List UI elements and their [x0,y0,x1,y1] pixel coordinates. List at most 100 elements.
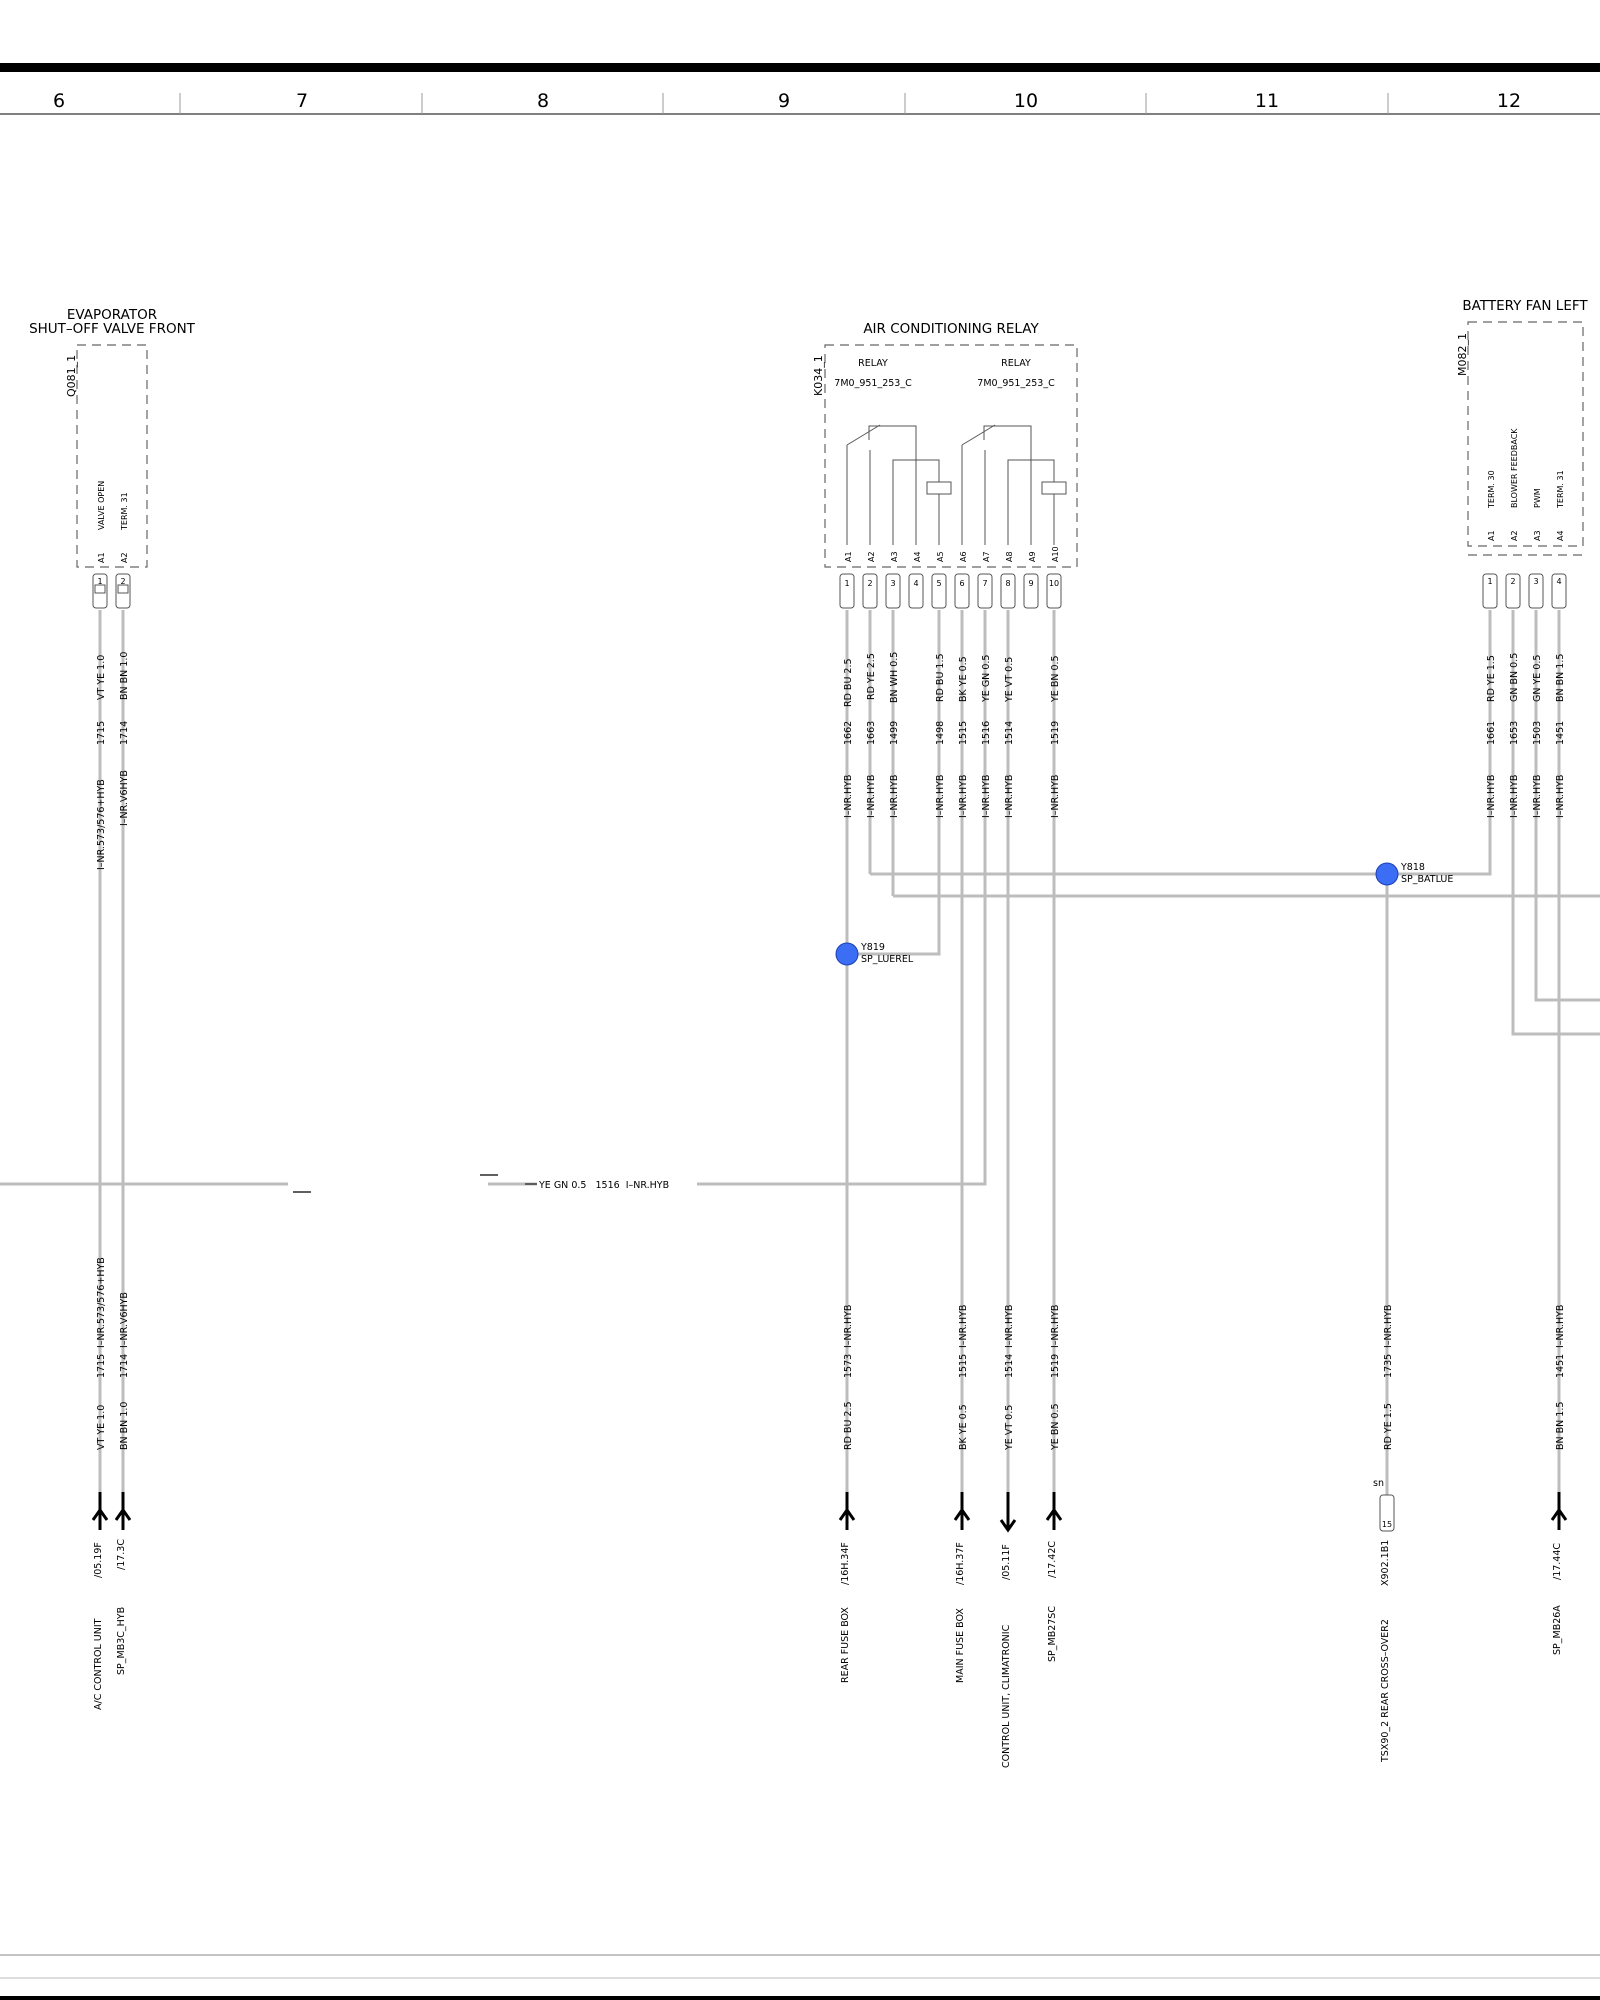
wire-label-circuit: I–NR.HYB [843,775,854,818]
k034-id: K034_1 [812,355,825,396]
ref-destination: CONTROL UNIT, CLIMATRONIC [1001,1624,1012,1768]
wire-label-circuit: I–NR.HYB [958,1305,969,1348]
wire-label-circuit: I–NR.HYB [889,775,900,818]
q081-pin-a2: A2 [120,552,129,563]
wire-label-num: 1653 [1509,721,1520,745]
m082-pin-a4-label: TERM. 31 [1556,470,1565,509]
ref-destination: TSX90_2 REAR CROSS–OVER2 [1380,1619,1391,1763]
splice-y818-dot [1375,862,1399,886]
ref-code: /16H.34F [840,1542,851,1585]
relay1-internals [846,424,952,545]
m082-pin-a2-label: BLOWER FEEDBACK [1510,428,1519,508]
upper-wire-labels: VT YE 1.0 1715 I–NR.573/576+HYB BN BN 1.… [96,652,1566,870]
wire-label-num: 1735 [1383,1354,1394,1378]
splice-y818[interactable]: Y818 SP_BATLUE [1375,862,1453,886]
reference-labels: /05.19F A/C CONTROL UNIT /17.3C SP_MB3C_… [93,1539,1563,1768]
k034-pin-a3: A3 [890,551,899,562]
splice-y819[interactable]: Y819 SP_LUEREL [835,942,914,966]
wire-label-num: 1498 [935,721,946,745]
q081-pin-a2-label: TERM. 31 [120,492,129,531]
x902-pin-num: 15 [1382,1520,1392,1529]
wire-label-num: 1515 [958,721,969,745]
top-frame-bar [0,63,1600,72]
wire-label-circuit: I–NR.HYB [1555,1305,1566,1348]
wire-label-color: BN WH 0.5 [889,652,900,703]
wire-label-color: RD BU 2.5 [843,1401,854,1450]
k034-pin-a5: A5 [936,551,945,562]
wire-label-num: 1714 [119,1354,130,1378]
wire-label-num: 1715 [96,1354,107,1378]
column-12: 12 [1497,90,1521,112]
ref-code: /05.19F [93,1542,104,1578]
horizontal-wire-text: YE GN 0.5 1516 I–NR.HYB [538,1180,669,1191]
m082-pin-a4: A4 [1556,530,1565,541]
wire-label-num: 1714 [119,721,130,745]
m082-num-4: 4 [1556,577,1561,586]
wire-label-color: YE GN 0.5 [981,655,992,703]
column-11: 11 [1255,90,1279,112]
k034-box [824,344,1078,568]
wire-label-color: BN BN 1.5 [1555,1402,1566,1450]
k034-pin-a6: A6 [959,551,968,562]
wire-label-num: 1514 [1004,721,1015,745]
column-10: 10 [1014,90,1038,112]
wire-label-circuit: I–NR.573/576+HYB [96,1257,107,1348]
k034-pin-numbers: 1 2 3 4 5 6 7 8 9 10 [844,579,1059,588]
k034-num-4: 4 [913,579,918,588]
ref-destination: SP_MB26A [1552,1605,1563,1655]
k034-num-8: 8 [1005,579,1010,588]
k034-num-5: 5 [936,579,941,588]
relay2-part: 7M0_951_253_C [977,378,1055,389]
lower-wire-labels: VT YE 1.0 1715 I–NR.573/576+HYB BN BN 1.… [96,1257,1566,1451]
connector-x902[interactable]: sn 15 [1373,1478,1395,1532]
column-6: 6 [53,90,65,112]
wire-label-num: 1662 [843,721,854,745]
ref-destination: A/C CONTROL UNIT [93,1618,104,1710]
relay1-label: RELAY [858,358,888,369]
wire-label-color: YE BN 0.5 [1050,1403,1061,1451]
k034-pin-a10: A10 [1051,546,1060,562]
q081-box [76,344,148,568]
wire-label-circuit: I–NR.HYB [1050,1305,1061,1348]
bottom-frame-bar [0,1996,1600,2000]
m082-pin-a3-label: PWM [1533,488,1542,508]
wire-label-num: 1573 [843,1354,854,1378]
m082-num-1: 1 [1487,577,1492,586]
component-m082[interactable]: BATTERY FAN LEFT M082_1 TERM. 30 BLOWER … [1456,298,1588,609]
gap-marks [293,1174,498,1193]
k034-num-3: 3 [890,579,895,588]
relay1-coil [926,481,952,495]
wire-label-circuit: I–NR.HYB [935,775,946,818]
wires [0,610,1600,1510]
k034-num-9: 9 [1028,579,1033,588]
k034-num-1: 1 [844,579,849,588]
splice-y819-name: SP_LUEREL [861,954,914,965]
splice-y819-dot [835,942,859,966]
column-8: 8 [537,90,549,112]
wire-label-circuit: I–NR.HYB [1486,775,1497,818]
k034-num-6: 6 [959,579,964,588]
wire-label-circuit: I–NR.HYB [1004,775,1015,818]
x902-prefix: sn [1373,1478,1384,1489]
wire-label-circuit: I–NR.HYB [958,775,969,818]
ref-destination: MAIN FUSE BOX [955,1608,966,1683]
component-q081[interactable]: EVAPORATOR SHUT–OFF VALVE FRONT Q081_1 V… [29,307,196,609]
wire-label-circuit: I–NR.HYB [866,775,877,818]
ref-code: X902.1B1 [1380,1540,1391,1586]
q081-pin-num-1: 1 [97,577,102,586]
ref-destination: SP_MB3C_HYB [116,1607,127,1675]
column-dividers [179,93,1389,114]
wire-label-num: 1715 [96,721,107,745]
wire-label-num: 1515 [958,1354,969,1378]
wire-label-circuit: I–NR.V6HYB [119,770,130,826]
wire-label-color: GN YE 0.5 [1532,655,1543,702]
component-k034[interactable]: AIR CONDITIONING RELAY K034_1 RELAY 7M0_… [812,321,1078,609]
ref-code: /16H.37F [955,1542,966,1585]
wire-label-num: 1451 [1555,721,1566,745]
k034-pin-a9: A9 [1028,551,1037,562]
m082-pin-a1-label: TERM. 30 [1487,470,1496,509]
wire-label-color: BN BN 1.0 [119,652,130,700]
wire-terminations [91,1492,1568,1533]
wire-label-color: RD BU 2.5 [843,658,854,707]
k034-title: AIR CONDITIONING RELAY [863,321,1039,337]
